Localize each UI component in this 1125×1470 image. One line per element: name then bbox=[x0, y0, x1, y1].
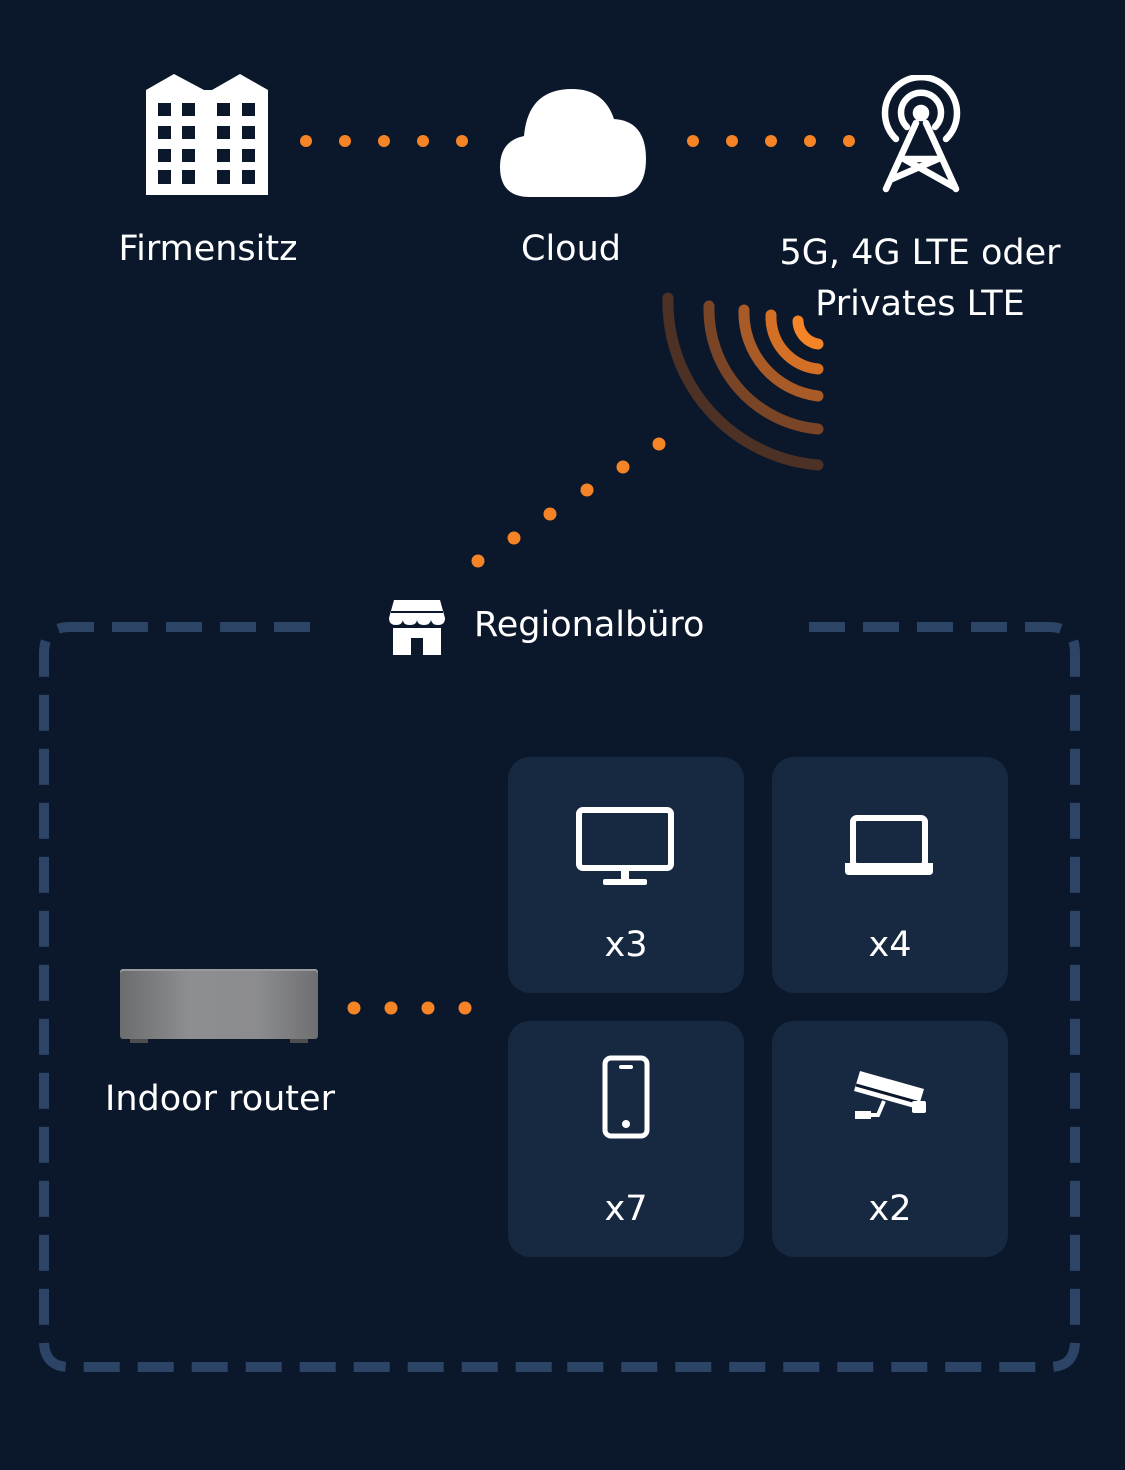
office-building-icon bbox=[146, 74, 268, 196]
cloud-label: Cloud bbox=[451, 229, 691, 269]
tower-label: 5G, 4G LTE oder Privates LTE bbox=[770, 228, 1070, 330]
cloud-icon bbox=[500, 89, 646, 199]
connector-cloud-tower bbox=[687, 135, 855, 147]
router-label: Indoor router bbox=[90, 1079, 350, 1119]
cell-tower-icon bbox=[878, 75, 964, 195]
laptop-icon bbox=[845, 815, 933, 877]
device-count-smartphone: x7 bbox=[508, 1189, 744, 1229]
device-card-smartphone: x7 bbox=[508, 1021, 744, 1257]
storefront-icon bbox=[388, 598, 446, 656]
router-device-icon bbox=[120, 969, 318, 1043]
connector-router-devices bbox=[348, 1002, 472, 1015]
monitor-icon bbox=[576, 807, 674, 887]
tower-label-line1: 5G, 4G LTE oder bbox=[770, 228, 1070, 279]
security-camera-icon bbox=[854, 1071, 928, 1131]
regional-office-label: Regionalbüro bbox=[474, 605, 704, 645]
tower-label-line2: Privates LTE bbox=[770, 279, 1070, 330]
device-count-monitor: x3 bbox=[508, 925, 744, 965]
device-card-camera: x2 bbox=[772, 1021, 1008, 1257]
connector-hq-cloud bbox=[300, 135, 468, 147]
device-card-monitor: x3 bbox=[508, 757, 744, 993]
device-card-laptop: x4 bbox=[772, 757, 1008, 993]
device-count-laptop: x4 bbox=[772, 925, 1008, 965]
smartphone-icon bbox=[602, 1055, 650, 1139]
connector-tower-office bbox=[472, 438, 666, 568]
device-count-camera: x2 bbox=[772, 1189, 1008, 1229]
headquarters-label: Firmensitz bbox=[88, 229, 328, 269]
